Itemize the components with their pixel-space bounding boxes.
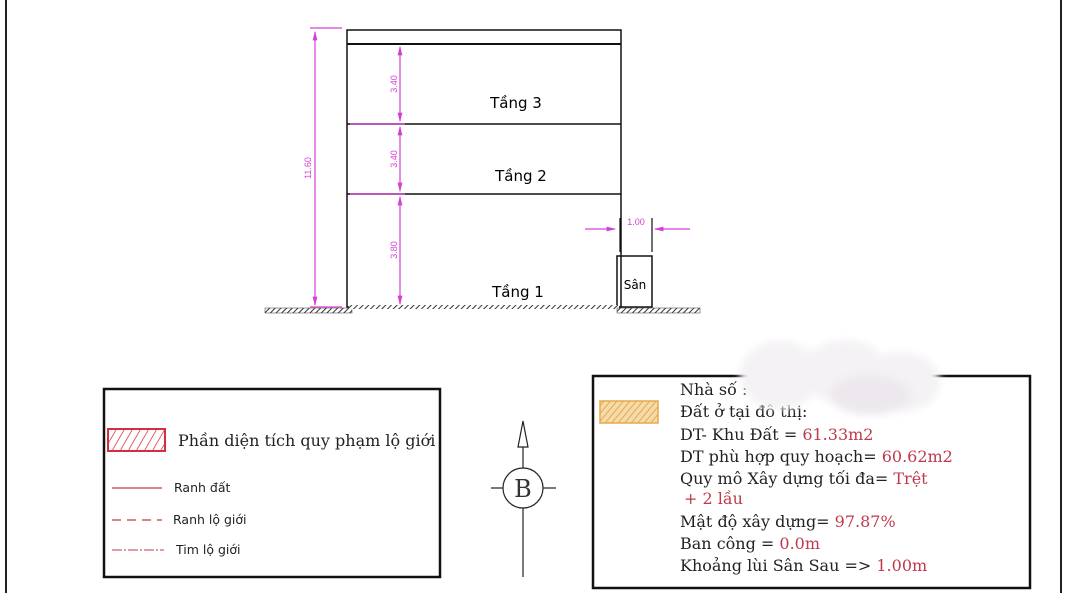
info-row: Ban công = 0.0m <box>680 534 820 553</box>
floor3-label: Tầng 3 <box>489 94 542 112</box>
legend-hatch-swatch <box>107 428 166 452</box>
site-hatch-swatch <box>599 400 659 424</box>
legend-hatch-label: Phần diện tích quy phạm lộ giới <box>178 431 435 450</box>
ground-hatch-right <box>616 307 701 314</box>
north-arrow-icon <box>491 420 556 577</box>
legend-item-label: Ranh lộ giới <box>173 512 247 527</box>
dimension-lines <box>310 27 690 308</box>
floor2-label: Tầng 2 <box>494 167 547 185</box>
legend-item-label: Tim lộ giới <box>175 542 241 557</box>
floor1-label: Tầng 1 <box>491 283 544 301</box>
floor2-height-label: 3.40 <box>389 150 399 168</box>
info-row: Khoảng lùi Sân Sau => 1.00m <box>680 556 927 575</box>
yard-label: Sân <box>624 278 647 292</box>
redaction-blur <box>740 340 940 415</box>
floor3-height-label: 3.40 <box>389 75 399 93</box>
legend-box <box>102 387 442 579</box>
ground-hatch-left <box>264 307 353 314</box>
legend-item-label: Ranh đất <box>174 480 230 495</box>
ground-hatch-floor <box>349 305 619 309</box>
setback-label: 1.00 <box>627 217 645 227</box>
yard-box <box>616 255 653 308</box>
total-height-label: 11.60 <box>303 157 313 179</box>
info-row: + 2 lầu <box>684 489 743 508</box>
house-number: Nhà số : <box>680 380 747 399</box>
info-row: DT- Khu Đất = 61.33m2 <box>680 425 873 444</box>
floor1-height-label: 3.80 <box>389 241 399 259</box>
info-row: Mật độ xây dựng= 97.87% <box>680 512 896 531</box>
compass-letter: B <box>514 475 532 503</box>
info-row: DT phù hợp quy hoạch= 60.62m2 <box>680 447 953 466</box>
info-row: Quy mô Xây dựng tối đa= Trệt <box>680 469 928 488</box>
